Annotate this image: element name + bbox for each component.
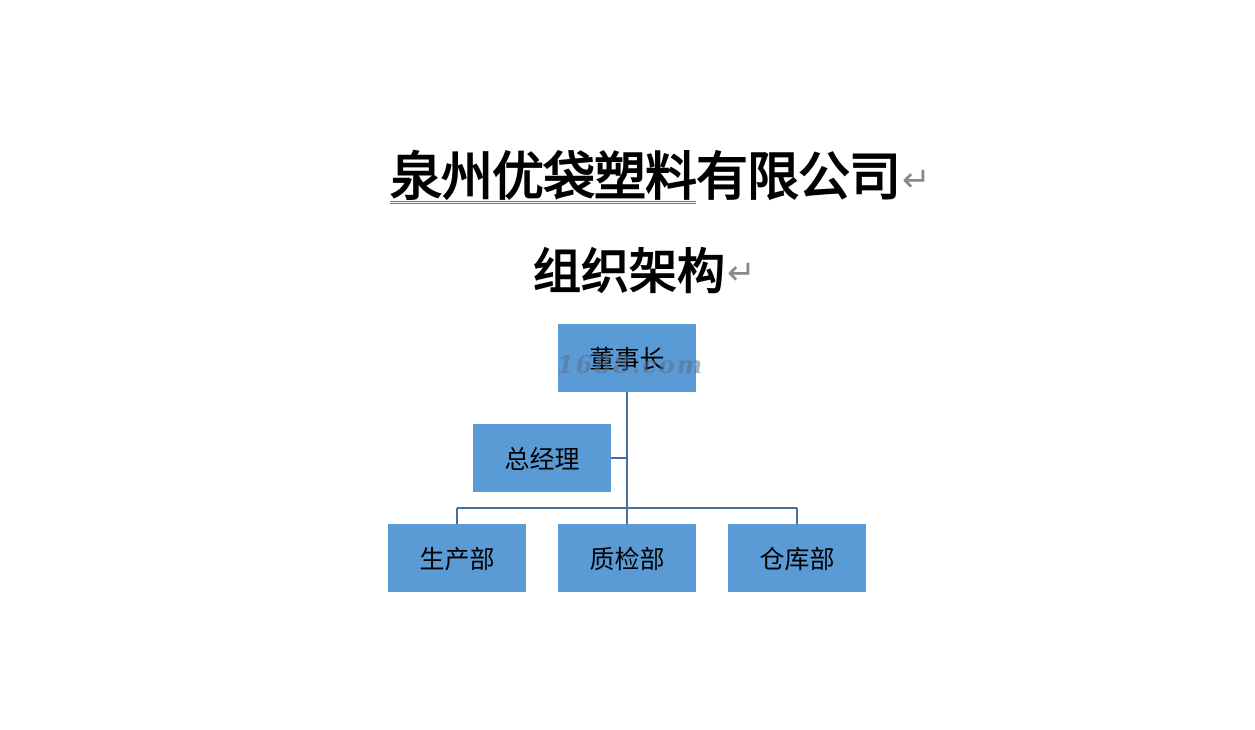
org-node-label: 总经理 bbox=[504, 445, 580, 474]
org-node-label: 仓库部 bbox=[759, 545, 835, 574]
org-node-general-manager[interactable]: 总经理 bbox=[473, 424, 611, 492]
org-node-chairman[interactable]: 董事长 bbox=[558, 324, 696, 392]
org-chart-title: 组织架构↵ bbox=[533, 248, 756, 296]
org-node-label: 生产部 bbox=[419, 545, 495, 574]
org-node-warehouse-dept[interactable]: 仓库部 bbox=[728, 524, 866, 592]
org-node-qc-dept[interactable]: 质检部 bbox=[558, 524, 696, 592]
org-chart-title-text: 组织架构 bbox=[533, 244, 726, 300]
org-node-production-dept[interactable]: 生产部 bbox=[388, 524, 526, 592]
company-title-underlined: 泉州优袋塑料 bbox=[390, 148, 697, 208]
org-node-label: 董事长 bbox=[589, 345, 665, 374]
paragraph-mark-icon: ↵ bbox=[902, 160, 930, 200]
company-title-rest: 有限公司 bbox=[696, 148, 901, 208]
org-node-label: 质检部 bbox=[589, 545, 665, 574]
company-title: 泉州优袋塑料有限公司↵ bbox=[390, 152, 931, 204]
paragraph-mark-icon: ↵ bbox=[727, 253, 756, 293]
